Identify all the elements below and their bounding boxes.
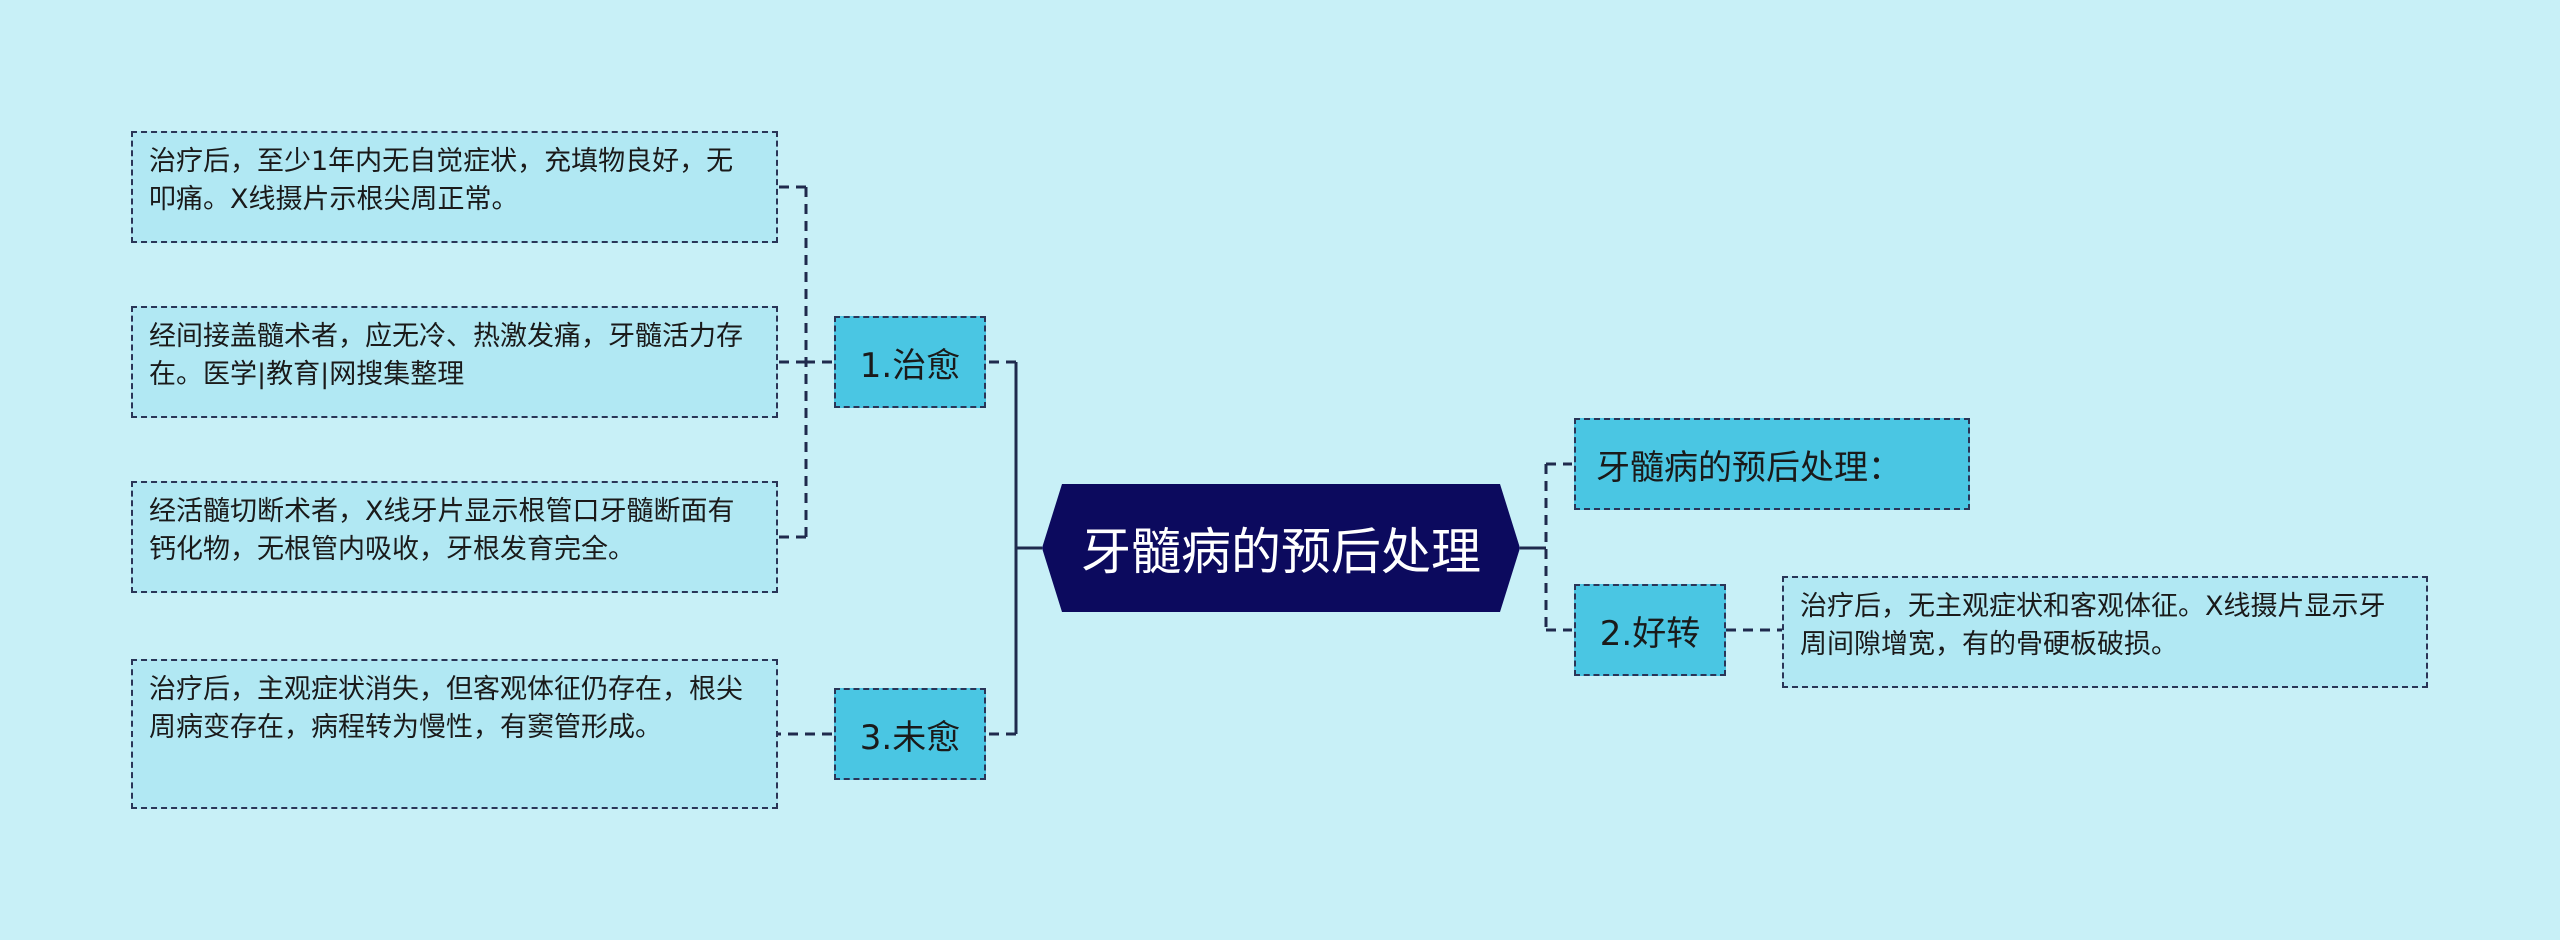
leaf-cured-3-text: 经活髓切断术者，X线牙片显示根管口牙髓断面有钙化物，无根管内吸收，牙根发育完全。 (149, 496, 735, 565)
leaf-improved-1[interactable]: 治疗后，无主观症状和客观体征。X线摄片显示牙周间隙增宽，有的骨硬板破损。 (1782, 576, 2428, 688)
branch-improved-label: 2.好转 (1599, 613, 1701, 654)
leaf-cured-2[interactable]: 经间接盖髓术者，应无冷、热激发痛，牙髓活力存在。医学|教育|网搜集整理 (131, 306, 778, 418)
branch-improved[interactable]: 2.好转 (1574, 584, 1726, 676)
leaf-cured-3[interactable]: 经活髓切断术者，X线牙片显示根管口牙髓断面有钙化物，无根管内吸收，牙根发育完全。 (131, 481, 778, 593)
connector-cured-trunk (804, 187, 832, 537)
branch-cured[interactable]: 1.治愈 (834, 316, 986, 408)
root-node[interactable]: 牙髓病的预后处理 (1042, 484, 1520, 612)
leaf-improved-1-text: 治疗后，无主观症状和客观体征。X线摄片显示牙周间隙增宽，有的骨硬板破损。 (1800, 591, 2386, 660)
branch-not-cured-label: 3.未愈 (859, 717, 961, 758)
root-title: 牙髓病的预后处理 (1081, 523, 1481, 581)
leaf-cured-2-text: 经间接盖髓术者，应无冷、热激发痛，牙髓活力存在。医学|教育|网搜集整理 (149, 321, 743, 390)
branch-intro-label: 牙髓病的预后处理： (1596, 447, 1902, 488)
branch-intro[interactable]: 牙髓病的预后处理： (1574, 418, 1970, 510)
leaf-cured-1[interactable]: 治疗后，至少1年内无自觉症状，充填物良好，无叩痛。X线摄片示根尖周正常。 (131, 131, 778, 243)
branch-not-cured[interactable]: 3.未愈 (834, 688, 986, 780)
root-hexagon (1042, 484, 1520, 612)
leaf-not-cured-1-text: 治疗后，主观症状消失，但客观体征仍存在，根尖周病变存在，病程转为慢性，有窦管形成… (149, 674, 743, 743)
branch-cured-label: 1.治愈 (859, 345, 961, 386)
leaf-not-cured-1[interactable]: 治疗后，主观症状消失，但客观体征仍存在，根尖周病变存在，病程转为慢性，有窦管形成… (131, 659, 778, 809)
leaf-cured-1-text: 治疗后，至少1年内无自觉症状，充填物良好，无叩痛。X线摄片示根尖周正常。 (149, 146, 734, 215)
